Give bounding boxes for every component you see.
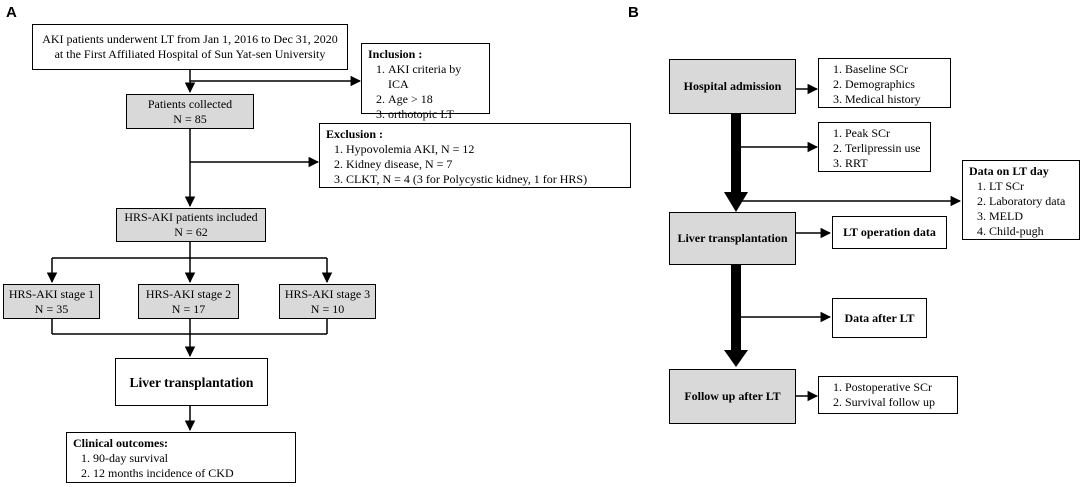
- follow-up-box: Follow up after LT: [669, 369, 796, 424]
- lt-day-data-box: Data on LT day LT SCr Laboratory data ME…: [962, 160, 1080, 240]
- pre-lt-item: Peak SCr: [845, 126, 924, 141]
- exclusion-criteria-box: Exclusion : Hypovolemia AKI, N = 12 Kidn…: [319, 123, 631, 188]
- clinical-outcomes-box: Clinical outcomes: 90-day survival 12 mo…: [66, 432, 296, 483]
- pre-lt-item: RRT: [845, 156, 924, 171]
- inclusion-criteria-box: Inclusion : AKI criteria by ICA Age > 18…: [361, 43, 490, 121]
- stage-1-box: HRS-AKI stage 1 N = 35: [3, 284, 100, 319]
- transplant-label: Liver transplantation: [129, 374, 254, 390]
- panel-label-a: A: [6, 4, 17, 21]
- stage-count: N = 35: [34, 301, 69, 316]
- lt-operation-data-box: LT operation data: [832, 216, 947, 249]
- admission-item: Baseline SCr: [845, 62, 944, 77]
- inclusion-item: Age > 18: [388, 92, 483, 107]
- inclusion-heading: Inclusion :: [368, 47, 423, 61]
- stage-count: N = 10: [310, 301, 345, 316]
- included-count: N = 62: [174, 225, 208, 239]
- hospital-admission-label: Hospital admission: [683, 79, 782, 93]
- after-lt-label: Data after LT: [844, 310, 915, 325]
- hospital-admission-box: Hospital admission: [669, 59, 796, 114]
- exclusion-list: Hypovolemia AKI, N = 12 Kidney disease, …: [326, 142, 624, 187]
- follow-list: Postoperative SCr Survival follow up: [825, 380, 951, 410]
- inclusion-list: AKI criteria by ICA Age > 18 orthotopic …: [368, 62, 483, 122]
- pre-lt-item: Terlipressin use: [845, 141, 924, 156]
- lt-operation-label: LT operation data: [843, 225, 936, 239]
- hrs-aki-included-box: HRS-AKI patients included N = 62: [116, 208, 266, 242]
- exclusion-heading: Exclusion :: [326, 127, 384, 141]
- inclusion-item: AKI criteria by ICA: [388, 62, 483, 92]
- stage-count: N = 17: [171, 301, 206, 316]
- stage-label: HRS-AKI stage 3: [284, 286, 371, 301]
- lt-day-item: Child-pugh: [989, 224, 1073, 239]
- stage-label: HRS-AKI stage 2: [145, 286, 232, 301]
- stage-3-box: HRS-AKI stage 3 N = 10: [279, 284, 376, 319]
- liver-transplantation-label: Liver transplantation: [677, 231, 788, 245]
- outcome-item: 12 months incidence of CKD: [93, 466, 289, 481]
- source-line-2: at the First Affiliated Hospital of Sun …: [54, 47, 326, 61]
- admission-item: Medical history: [845, 92, 944, 107]
- pre-lt-data-box: Peak SCr Terlipressin use RRT: [818, 122, 931, 172]
- follow-item: Survival follow up: [845, 395, 951, 410]
- lt-day-list: LT SCr Laboratory data MELD Child-pugh: [969, 179, 1073, 239]
- lt-day-heading: Data on LT day: [969, 164, 1049, 178]
- follow-item: Postoperative SCr: [845, 380, 951, 395]
- exclusion-item: Kidney disease, N = 7: [346, 157, 624, 172]
- collected-label: Patients collected: [147, 96, 233, 111]
- source-line-1: AKI patients underwent LT from Jan 1, 20…: [42, 32, 338, 46]
- patients-collected-box: Patients collected N = 85: [126, 94, 254, 129]
- included-label: HRS-AKI patients included: [124, 210, 258, 224]
- admission-list: Baseline SCr Demographics Medical histor…: [825, 62, 944, 107]
- liver-transplantation-box-a: Liver transplantation: [115, 358, 268, 406]
- source-population-box: AKI patients underwent LT from Jan 1, 20…: [32, 24, 348, 70]
- pre-lt-list: Peak SCr Terlipressin use RRT: [825, 126, 924, 171]
- outcomes-list: 90-day survival 12 months incidence of C…: [73, 451, 289, 481]
- data-after-lt-box: Data after LT: [832, 298, 927, 338]
- admission-item: Demographics: [845, 77, 944, 92]
- admission-data-box: Baseline SCr Demographics Medical histor…: [818, 58, 951, 108]
- inclusion-item: orthotopic LT: [388, 107, 483, 122]
- stage-2-box: HRS-AKI stage 2 N = 17: [138, 284, 239, 319]
- stage-label: HRS-AKI stage 1: [8, 286, 95, 301]
- lt-day-item: LT SCr: [989, 179, 1073, 194]
- exclusion-item: CLKT, N = 4 (3 for Polycystic kidney, 1 …: [346, 172, 624, 187]
- follow-up-label: Follow up after LT: [684, 389, 781, 403]
- lt-day-item: MELD: [989, 209, 1073, 224]
- follow-up-data-box: Postoperative SCr Survival follow up: [818, 376, 958, 414]
- outcome-item: 90-day survival: [93, 451, 289, 466]
- lt-day-item: Laboratory data: [989, 194, 1073, 209]
- exclusion-item: Hypovolemia AKI, N = 12: [346, 142, 624, 157]
- panel-label-b: B: [628, 4, 639, 21]
- liver-transplantation-box-b: Liver transplantation: [669, 212, 796, 265]
- outcomes-heading: Clinical outcomes:: [73, 436, 168, 450]
- collected-count: N = 85: [173, 111, 207, 126]
